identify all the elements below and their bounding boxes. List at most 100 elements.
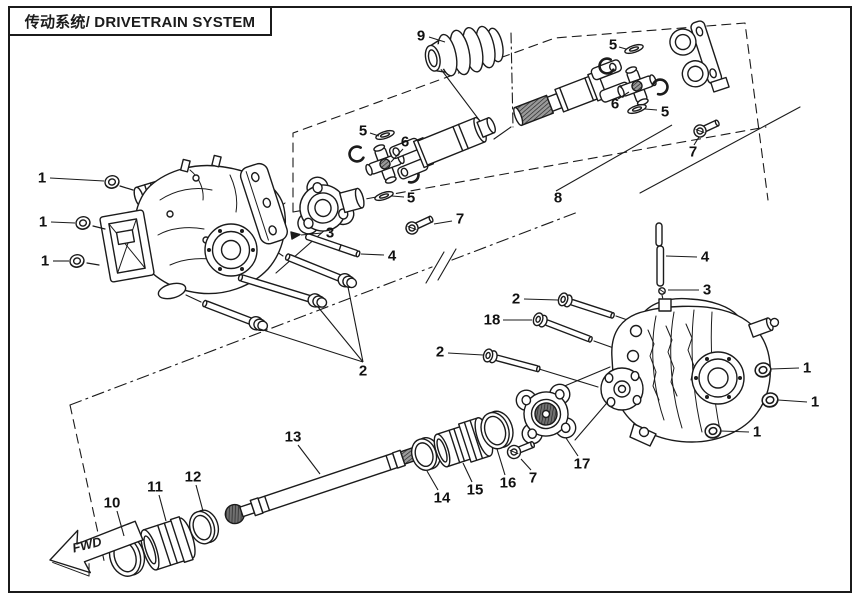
leader-line-part-11 <box>158 494 167 522</box>
front-diff-stud-2 <box>211 154 222 168</box>
part-callout-4: 4 <box>387 247 397 265</box>
yoke-shaft <box>388 116 496 180</box>
part-callout-9: 9 <box>416 27 426 45</box>
part-callout-18: 18 <box>483 311 501 329</box>
flange-bolt <box>405 215 434 235</box>
rear-diff-mount-boss <box>626 349 640 363</box>
part-callout-16: 16 <box>499 474 517 492</box>
leader-line-part-1 <box>770 367 800 370</box>
flange-hole <box>632 394 642 406</box>
flange-yoke <box>669 20 730 93</box>
leader-line-part-10 <box>116 510 125 537</box>
rear-diff-stub-shaft <box>748 317 780 338</box>
rear-diff-housing <box>611 305 771 443</box>
rear-diff-breather-boss <box>658 298 672 312</box>
part-callout-2: 2 <box>511 290 521 308</box>
leader-line-part-2 <box>447 352 484 356</box>
front-diff-mount-plate <box>239 162 288 245</box>
part-callout-1: 1 <box>810 393 820 411</box>
axis-line-segment-2 <box>451 211 579 261</box>
leader-line-part-8 <box>555 124 673 192</box>
boot-alignment-2 <box>493 126 512 140</box>
companion-flange <box>297 176 365 235</box>
part-callout-4: 4 <box>700 248 710 266</box>
splined-yoke-shaft <box>513 59 631 127</box>
cv-boot <box>424 25 504 77</box>
part-callout-12: 12 <box>184 468 202 486</box>
part-callout-2: 2 <box>435 343 445 361</box>
axis-line-segment-1 <box>69 266 433 406</box>
companion-flange-assembly <box>297 116 496 235</box>
part-callout-15: 15 <box>466 481 484 499</box>
part-callout-17: 17 <box>573 455 591 473</box>
part-callout-3: 3 <box>702 281 712 299</box>
ring-10 <box>108 535 146 577</box>
rear-diff-input-hole <box>617 384 627 394</box>
alignment-line-upper-right <box>639 106 801 194</box>
diagram-border <box>8 6 852 593</box>
part-callout-3: 3 <box>325 224 335 242</box>
front-mount-bolts <box>202 253 358 332</box>
hex-flange-bolt <box>202 299 269 332</box>
front-diff-stud-1 <box>179 158 191 173</box>
leader-line-part-5 <box>644 108 658 111</box>
rear-diff-bolt-dots <box>694 357 742 399</box>
leader-line-part-4 <box>665 255 698 258</box>
leader-line-part-3 <box>300 232 323 236</box>
front-diff-detail-dot <box>192 174 200 182</box>
part-callout-5: 5 <box>660 103 670 121</box>
front-diff-bolt-dots <box>207 229 255 271</box>
fwd-label: FWD <box>71 534 104 556</box>
leader-line-part-16 <box>496 448 506 476</box>
rear-diff-cover-top <box>639 297 739 319</box>
front-diff-ribs <box>157 169 238 266</box>
leader-line-part-4 <box>360 253 385 256</box>
front-diff-bracket <box>99 209 155 283</box>
front-diff-detail-dot <box>166 210 174 218</box>
leader-line-part-5 <box>618 46 627 50</box>
flange-hole <box>604 372 614 384</box>
part-callout-10: 10 <box>103 494 121 512</box>
front-diff-bearing-inner <box>220 239 242 261</box>
ring-12 <box>188 509 220 545</box>
part-callout-2: 2 <box>358 362 368 380</box>
socket-bolt <box>532 312 593 343</box>
leader-line-part-1 <box>777 399 808 403</box>
leader-line-part-15 <box>462 462 473 483</box>
rear-diff-foot-hole <box>638 426 650 438</box>
break-slash-2 <box>437 248 457 281</box>
part-callout-14: 14 <box>433 489 451 507</box>
part-callout-5: 5 <box>358 122 368 140</box>
socket-bolt <box>482 348 541 373</box>
boot-boundary-line <box>510 32 514 128</box>
front-differential <box>86 154 288 300</box>
part-callout-5: 5 <box>608 36 618 54</box>
part-callout-6: 6 <box>400 133 410 151</box>
leader-line-part-12 <box>195 484 204 512</box>
part-callout-8: 8 <box>553 189 563 207</box>
leader-line-part-17 <box>565 437 579 457</box>
leader-line-part-1 <box>49 177 105 182</box>
flange17-alignment-2 <box>574 396 613 441</box>
rear-differential <box>600 297 780 447</box>
leader-line-part-9 <box>428 36 446 43</box>
coupler-sleeve-11 <box>140 516 196 571</box>
ring-16 <box>480 410 514 450</box>
breather-pin-front <box>290 231 301 240</box>
socket-bolt <box>557 292 615 319</box>
flange-hole <box>630 370 640 382</box>
leader-line-part-6 <box>390 148 404 163</box>
part-callout-7: 7 <box>688 143 698 161</box>
front-diff-foot <box>157 282 187 300</box>
hex-flange-bolt <box>237 273 328 308</box>
dashed-box-driveshaft-group <box>292 22 769 213</box>
diagram-title: 传动系统/ DRIVETRAIN SYSTEM <box>8 6 272 36</box>
leader-line-part-2 <box>523 298 559 301</box>
rod-rear <box>655 222 665 287</box>
leader-line-part-6 <box>617 91 630 100</box>
part-callout-11: 11 <box>147 478 163 496</box>
leader-line-part-5 <box>369 132 380 137</box>
bolt-extension-3 <box>185 294 202 303</box>
